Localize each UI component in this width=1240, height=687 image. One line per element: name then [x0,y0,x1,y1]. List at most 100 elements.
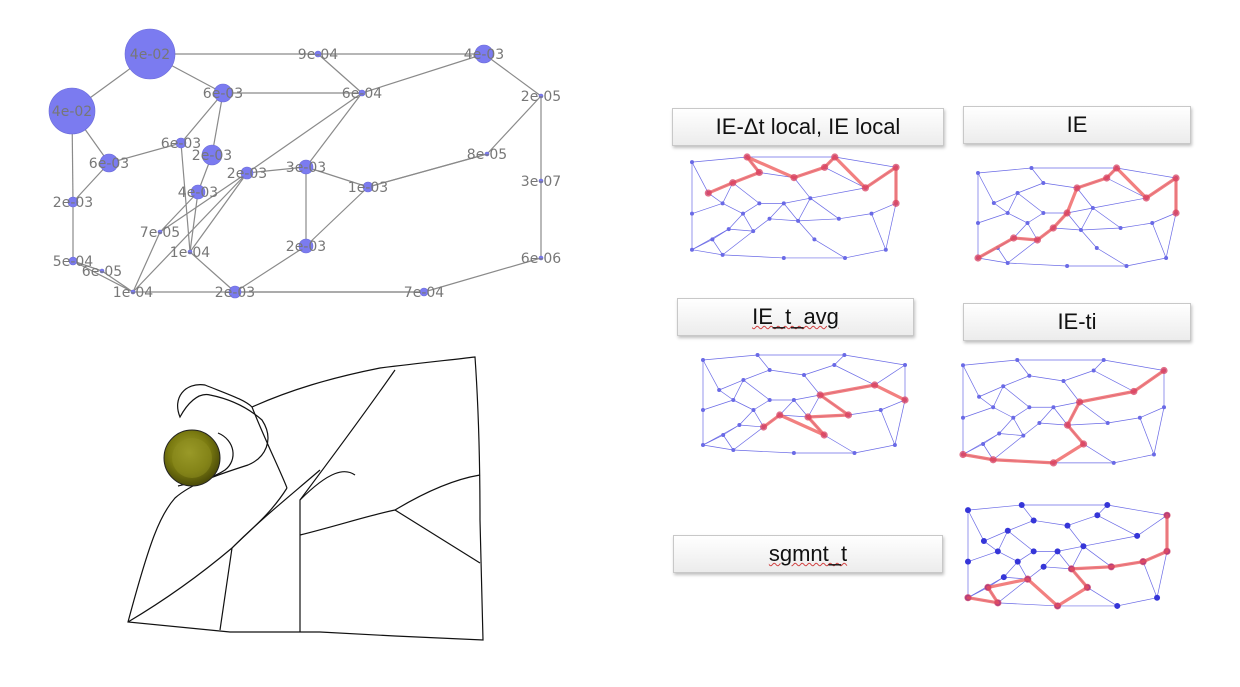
thumb-node [1154,594,1161,601]
thumb-edge [723,424,740,436]
graph-node [201,144,223,166]
highlight-edge [806,413,851,419]
highlight-edge [1026,577,1060,608]
thumb-edge [1057,551,1072,570]
thumb-edge [1066,212,1082,231]
thumb-edge [1153,407,1165,455]
highlight-node [1163,511,1171,519]
highlight-edge [1069,565,1113,571]
thumb-edge [733,426,764,451]
thumb-edge [1016,359,1030,376]
thumb-node [1054,548,1061,555]
graph-edge [305,92,363,168]
highlight-edge [1051,442,1086,465]
graph-node-label: 2e-03 [215,285,255,301]
highlight-edge [1069,567,1090,590]
thumb-edge [824,166,866,189]
graph-edge [72,260,103,272]
thumb-edge [998,417,1014,434]
highlight-node [959,450,967,459]
thumb-edge [691,249,723,256]
thumb-edge [1003,375,1030,387]
highlight-node [704,189,712,197]
graph-node-label: 6e-03 [161,136,201,152]
thumb-edge [807,394,821,418]
thumb-node [1105,421,1110,425]
graph-edge [234,245,307,293]
thumb-edge [983,530,1008,542]
thumb-node [1015,191,1020,195]
graph-edge [189,172,248,253]
thumb-edge [844,354,906,366]
thumb-edge [993,192,1018,204]
highlight-node [1103,174,1111,182]
thumbnail-sgmnt-t [964,502,1171,610]
highlight-edge [961,452,995,462]
highlight-node [729,179,737,187]
thumb-node [1041,211,1046,215]
thumb-node [892,443,897,447]
graph-node-label: 3e-07 [521,174,561,190]
thumb-node [1111,460,1116,465]
thumb-edge [977,257,1008,264]
thumb-edge [844,249,886,259]
graph-node-label: 3e-03 [286,160,326,176]
thumb-edge [1067,525,1084,547]
graph-edge [159,191,199,233]
thumb-node [1015,358,1020,362]
thumb-edge [874,364,906,386]
thumb-edge [797,220,815,240]
thumb-edge [997,247,1008,264]
thumb-edge [1039,422,1068,426]
highlight-node [844,411,853,419]
thumb-node [701,443,705,447]
highlight-node [1130,387,1138,396]
highlight-node [790,174,798,182]
thumb-node [980,538,987,545]
thumb-edge [1156,551,1168,598]
thumb-edge [702,444,734,451]
label-ie: IE [963,106,1191,144]
graph-node [538,178,544,184]
thumb-edge [1097,514,1138,537]
graph-node-label: 6e-05 [82,264,122,280]
thumb-node [808,196,813,201]
thumb-edge [997,602,1058,607]
graph-node [538,255,544,261]
thumb-edge [753,399,770,411]
thumb-edge [691,239,713,251]
thumb-edge [967,509,985,542]
thumb-edge [814,239,846,259]
thumb-edge [1043,551,1058,568]
thumb-node [1025,221,1030,225]
graph-edge [361,53,485,94]
thumb-edge [1017,551,1034,562]
thumb-edge [999,433,1024,436]
thumb-edge [718,389,734,401]
thumb-edge [1083,535,1138,547]
thumb-edge [1165,212,1177,259]
thumb-node [965,507,971,514]
thumb-edge [1083,443,1114,464]
thumb-edge [967,504,1022,511]
thumb-node [1094,512,1101,519]
thumb-edge [962,359,1018,366]
thumb-edge [1067,207,1093,214]
graph-node [362,181,374,193]
highlight-node [1049,459,1058,467]
thumb-node [710,237,715,242]
highlight-node [1163,547,1171,555]
thumb-node [721,433,726,437]
label-ie-dt-local-text: IE-Δt local, IE local [715,114,901,139]
thumb-edge [712,228,729,240]
graph-edge [317,53,363,94]
thumb-edge [1103,359,1165,371]
highlight-edge [1075,176,1109,190]
thumb-edge [1003,561,1019,578]
thumb-edge [691,203,723,214]
thumb-node [1030,517,1037,524]
label-ie-t-avg: IE_t_avg [677,298,914,336]
thumb-edge [1007,520,1034,532]
